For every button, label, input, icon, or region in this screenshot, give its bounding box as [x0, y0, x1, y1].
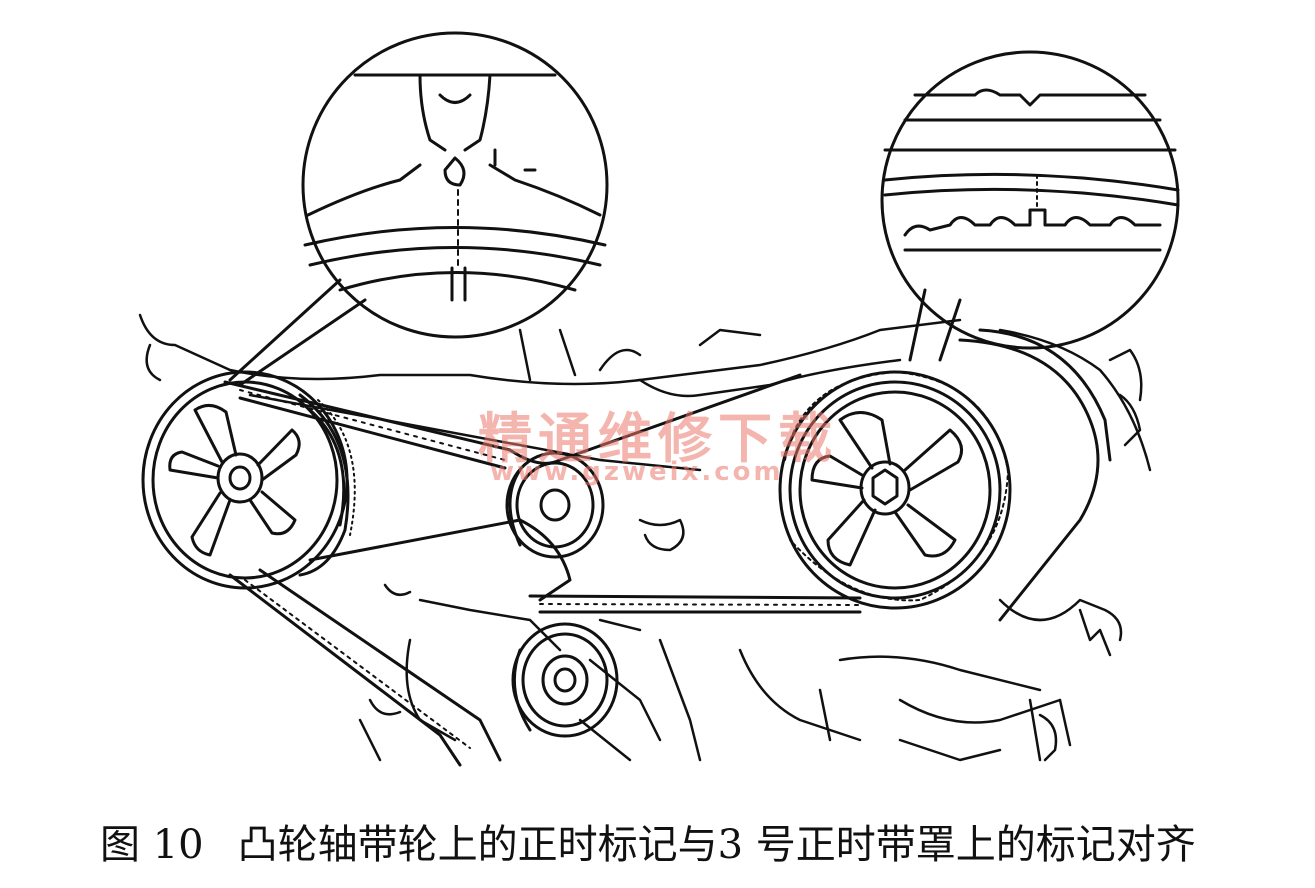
- figure-number: 图 10: [100, 822, 204, 868]
- magnified-mark-right: [880, 50, 1180, 362]
- magnified-mark-left: [228, 31, 609, 387]
- figure-caption: 图 10 凸轮轴带轮上的正时标记与3 号正时带罩上的标记对齐: [100, 812, 1196, 872]
- idler-pulley: [505, 451, 605, 559]
- caption-text: 凸轮轴带轮上的正时标记与3 号正时带罩上的标记对齐: [237, 822, 1196, 868]
- engine-outline: [138, 313, 1152, 762]
- camshaft-pulley-left: [141, 370, 356, 590]
- timing-belt: [223, 328, 1112, 767]
- tensioner-pulley: [511, 622, 619, 738]
- camshaft-pulley-right: [778, 370, 1012, 610]
- timing-belt-diagram: [138, 31, 1180, 767]
